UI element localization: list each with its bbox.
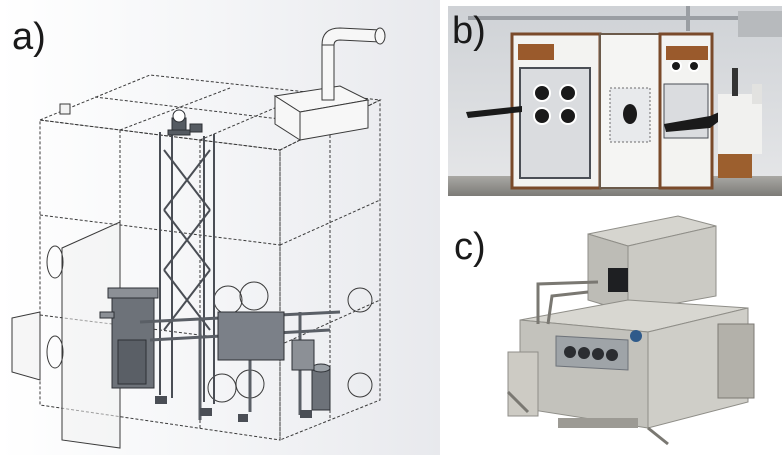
panel-label-b: b) (452, 10, 486, 52)
panel-a-cad-drawing: a) (0, 0, 440, 455)
panel-label-c: c) (454, 226, 486, 268)
glovebox-3d-render (448, 212, 782, 455)
panel-c-glovebox-render: c) (448, 212, 782, 455)
panel-label-a: a) (12, 16, 46, 58)
cad-wireframe-illustration (0, 0, 440, 455)
panel-b-glovebox-photo: b) (448, 6, 782, 196)
glovebox-front-photo (448, 6, 782, 196)
